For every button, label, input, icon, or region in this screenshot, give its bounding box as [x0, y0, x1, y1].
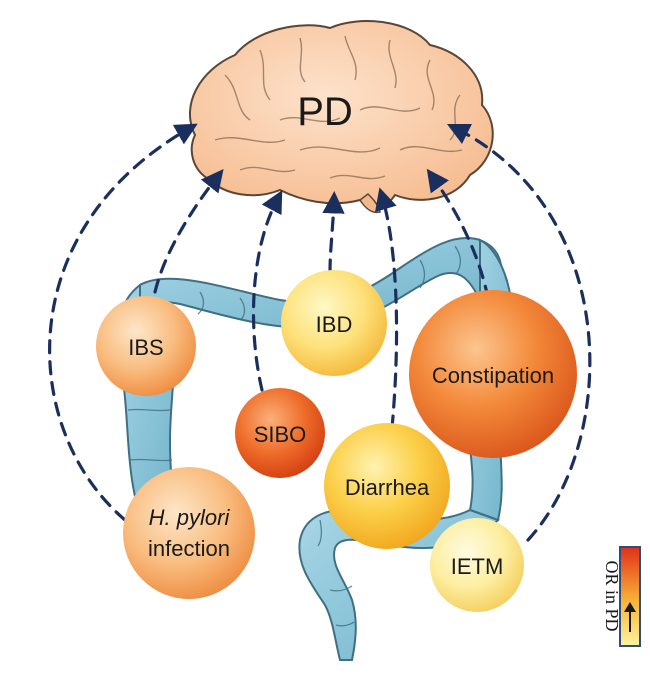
brain-illustration: PD: [189, 20, 494, 214]
node-ietm: IETM: [430, 518, 524, 612]
node-hpylori-label-second: infection: [148, 536, 230, 561]
node-constipation: Constipation: [409, 290, 577, 458]
node-constipation-label: Constipation: [432, 363, 554, 388]
arrow-diarrhea-to-pd: [375, 187, 399, 430]
or-legend: OR in PD: [602, 546, 641, 647]
node-ibd-label: IBD: [316, 312, 353, 337]
node-sibo-label: SIBO: [254, 422, 307, 447]
node-hpylori-label-italic: H. pylori: [149, 505, 231, 530]
arrow-sibo-to-pd: [251, 190, 283, 392]
node-ibs: IBS: [96, 296, 196, 396]
arrow-ibd-to-pd: [322, 191, 345, 274]
brain-label: PD: [297, 90, 353, 134]
arrow-up-icon: [624, 602, 636, 612]
node-sibo: SIBO: [235, 388, 325, 478]
or-legend-gradient-bar: [619, 546, 641, 647]
node-diarrhea-label: Diarrhea: [345, 475, 430, 500]
node-ietm-label: IETM: [451, 554, 504, 579]
arrow-constipation-to-pd: [426, 168, 490, 300]
node-ibs-label: IBS: [128, 335, 163, 360]
node-diarrhea: Diarrhea: [324, 423, 450, 549]
or-legend-label: OR in PD: [602, 560, 622, 631]
node-hpylori: H. pylori infection: [123, 467, 255, 599]
arrow-ibs-to-pd: [153, 168, 224, 294]
connection-arrows: [48, 123, 592, 542]
arrow-hpylori-to-pd: [48, 123, 198, 522]
arrow-ietm-to-pd: [446, 123, 592, 542]
node-ibd: IBD: [281, 270, 387, 376]
